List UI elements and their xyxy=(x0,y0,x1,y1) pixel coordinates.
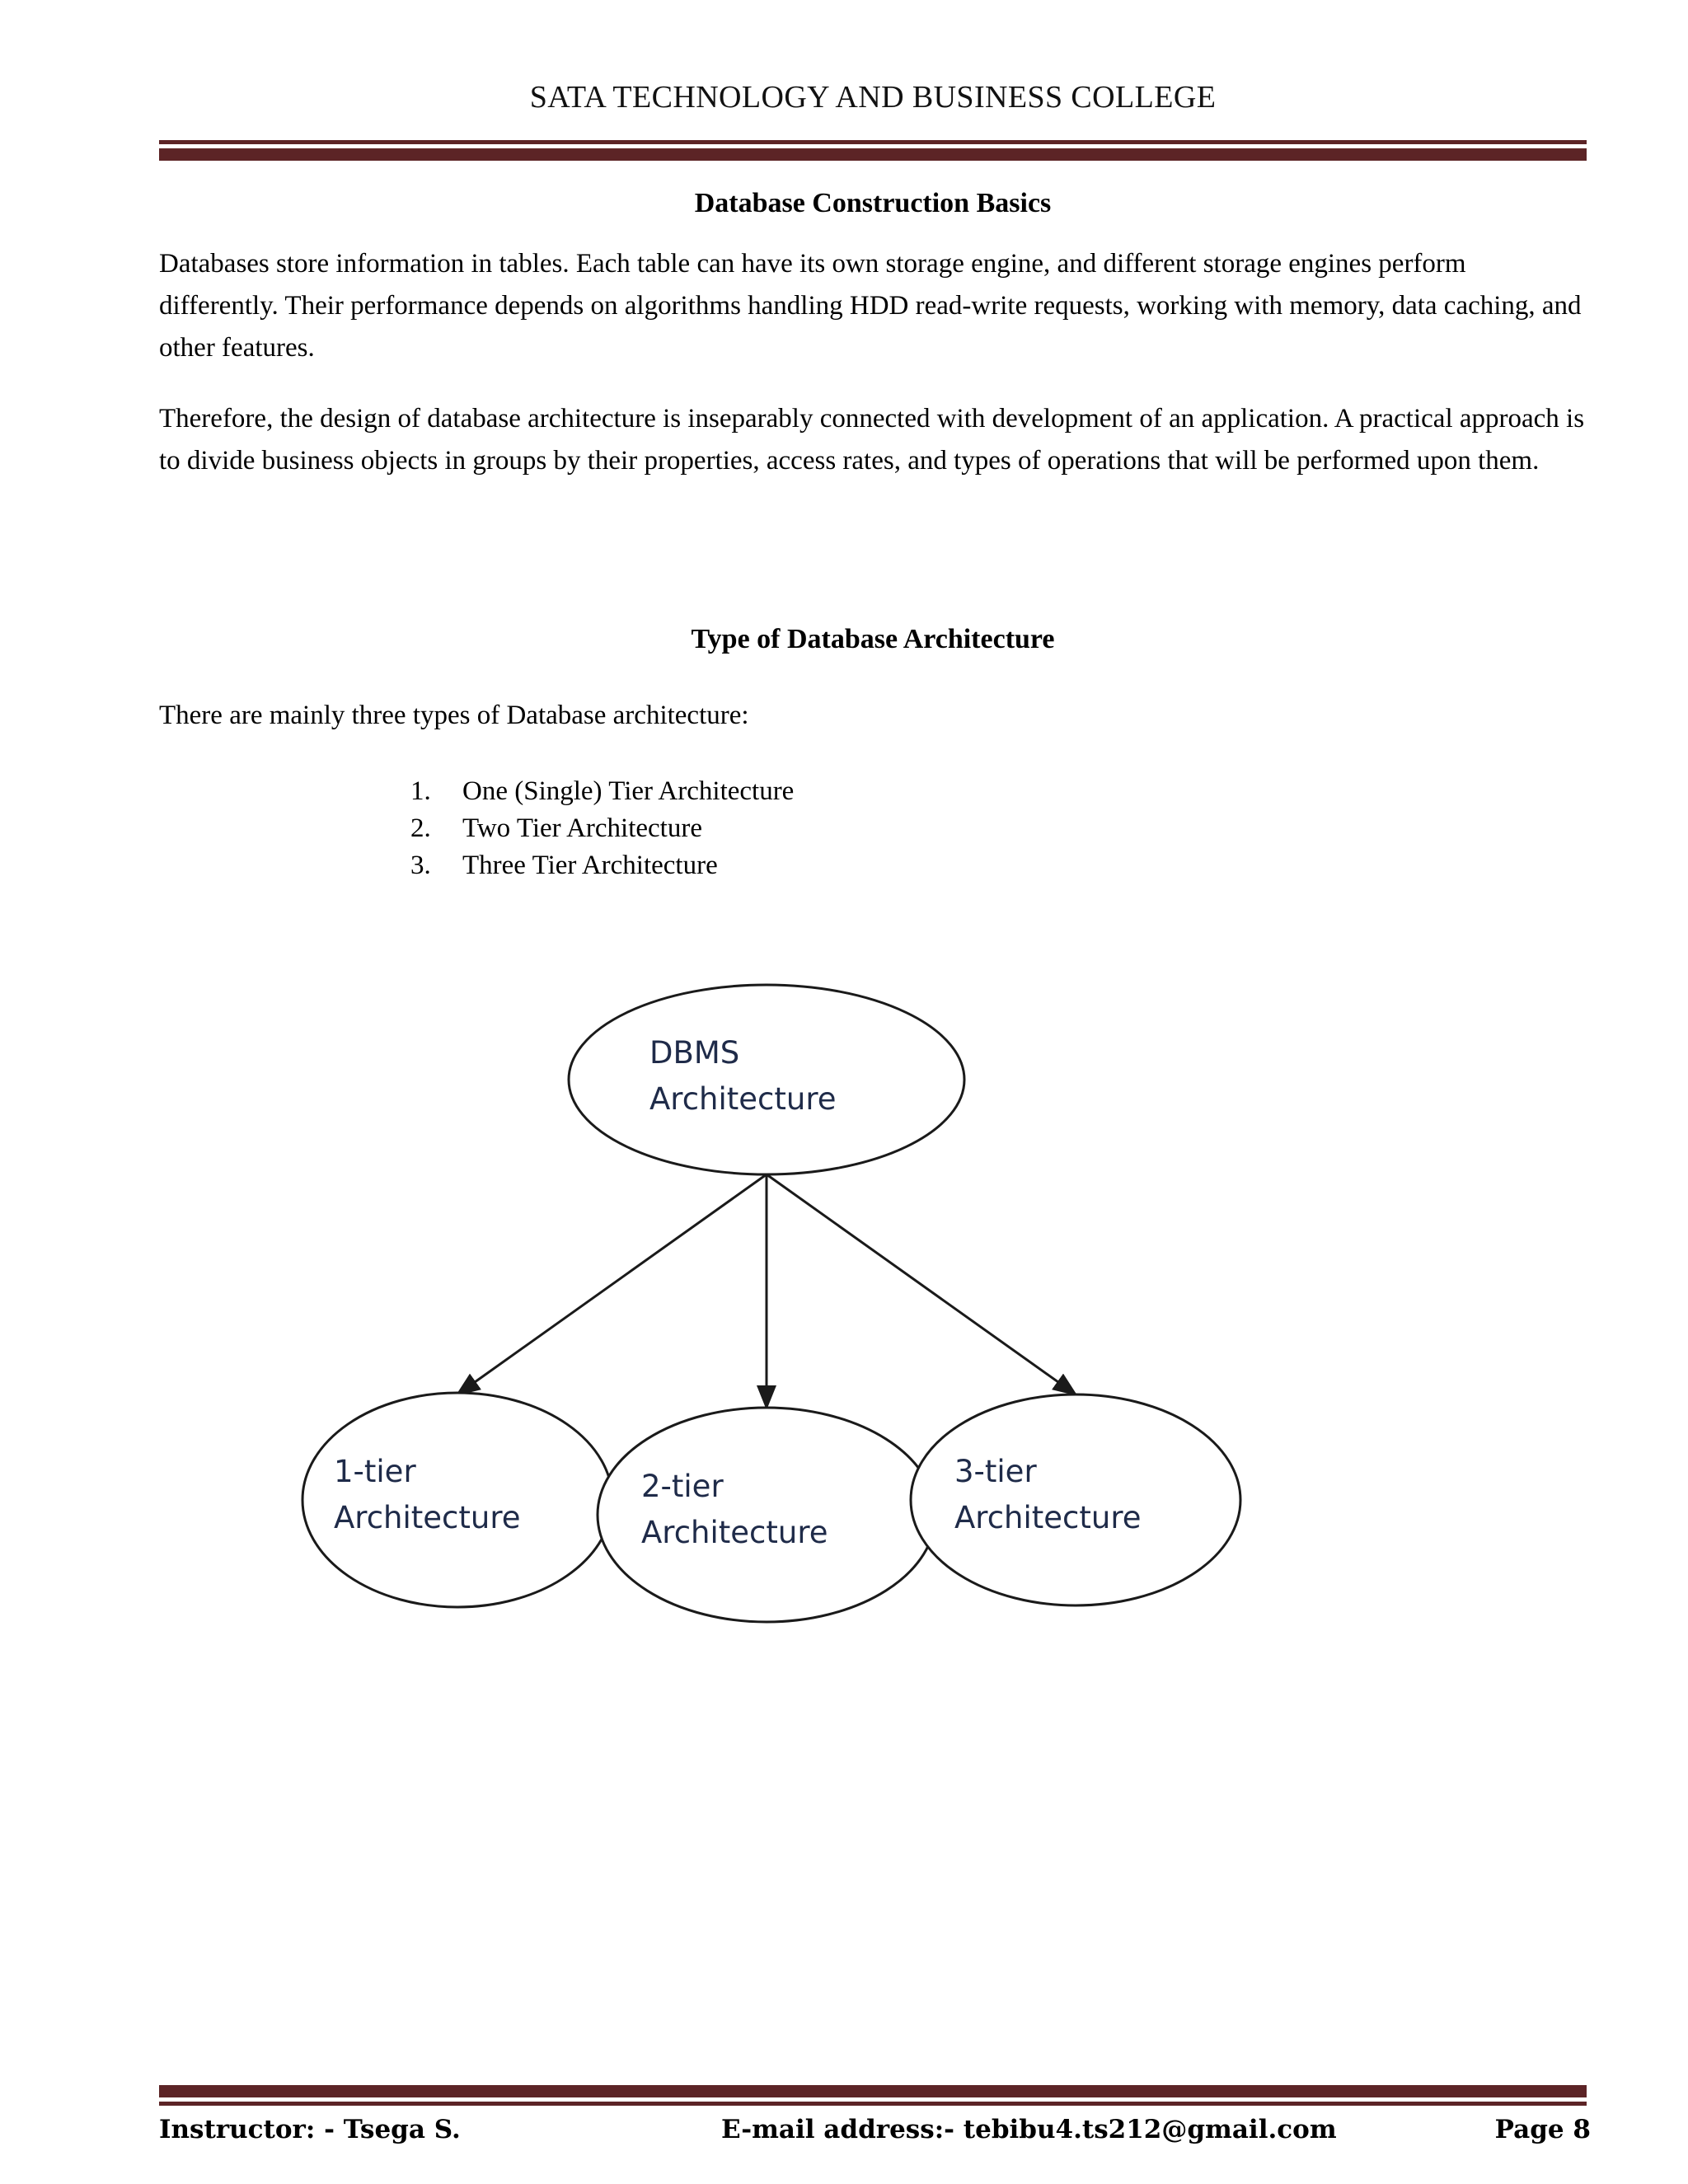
root-label-line2: Architecture xyxy=(649,1081,837,1117)
child-1tier-label-line1: 1-tier xyxy=(334,1454,416,1489)
root-ellipse xyxy=(567,983,966,1176)
root-label-line1: DBMS xyxy=(649,1035,739,1071)
child-3tier-label-line1: 3-tier xyxy=(954,1454,1037,1489)
footer-rule xyxy=(159,2085,1587,2106)
dbms-architecture-diagram: DBMS Architecture 1-tier Architecture 2-… xyxy=(148,923,1401,1648)
footer-rule-thin-line xyxy=(159,2102,1587,2106)
child-2tier-label-line2: Architecture xyxy=(641,1515,828,1550)
paragraph-database-architecture-design: Therefore, the design of database archit… xyxy=(159,404,1585,476)
list-item-label: Two Tier Architecture xyxy=(462,813,702,843)
paragraph-storage-engines: Databases store information in tables. E… xyxy=(159,249,1582,363)
diagram-node-3-tier-architecture: 3-tier Architecture xyxy=(909,1393,1242,1607)
diagram-node-dbms-architecture: DBMS Architecture xyxy=(567,983,966,1176)
section-title-database-construction-basics: Database Construction Basics xyxy=(694,188,1052,218)
section-title-type-of-database-architecture: Type of Database Architecture xyxy=(691,624,1055,654)
list-item: 2. Two Tier Architecture xyxy=(410,810,794,847)
paragraph-three-types-intro: There are mainly three types of Database… xyxy=(159,701,749,730)
footer-rule-gap xyxy=(159,2097,1587,2102)
footer-rule-thick-line xyxy=(159,2085,1587,2097)
header-rule-gap xyxy=(159,144,1587,148)
header-rule xyxy=(159,140,1587,161)
diagram-node-2-tier-architecture: 2-tier Architecture xyxy=(596,1406,937,1624)
footer-email-address: E-mail address:- tebibu4.ts212@gmail.com xyxy=(721,2115,1337,2144)
child-2tier-label-line1: 2-tier xyxy=(641,1469,724,1504)
diagram-edges xyxy=(455,1173,1078,1410)
list-item-label: One (Single) Tier Architecture xyxy=(462,776,795,806)
list-item-number: 2. xyxy=(410,813,431,843)
header-rule-thick-line xyxy=(159,148,1587,161)
child-ellipse-3tier xyxy=(909,1393,1242,1607)
list-item-label: Three Tier Architecture xyxy=(462,851,718,880)
list-item-number: 3. xyxy=(410,851,431,880)
footer-page-number: Page 8 xyxy=(1494,2115,1591,2144)
page-footer: Instructor: - Tsega S. E-mail address:- … xyxy=(159,2115,1591,2154)
child-3tier-label-line2: Architecture xyxy=(954,1500,1142,1535)
edge-root-to-3tier xyxy=(766,1173,1078,1396)
list-item: 3. Three Tier Architecture xyxy=(410,847,794,884)
diagram-node-1-tier-architecture: 1-tier Architecture xyxy=(301,1391,614,1609)
list-item-number: 1. xyxy=(410,776,431,806)
child-1tier-label-line2: Architecture xyxy=(334,1500,521,1535)
architecture-types-list: 1. One (Single) Tier Architecture 2. Two… xyxy=(410,773,794,884)
college-header-title: SATA TECHNOLOGY AND BUSINESS COLLEGE xyxy=(529,80,1217,115)
edge-root-to-1tier xyxy=(455,1173,767,1396)
list-item: 1. One (Single) Tier Architecture xyxy=(410,773,794,810)
footer-instructor: Instructor: - Tsega S. xyxy=(159,2115,461,2144)
header-rule-thin-line xyxy=(159,140,1587,144)
